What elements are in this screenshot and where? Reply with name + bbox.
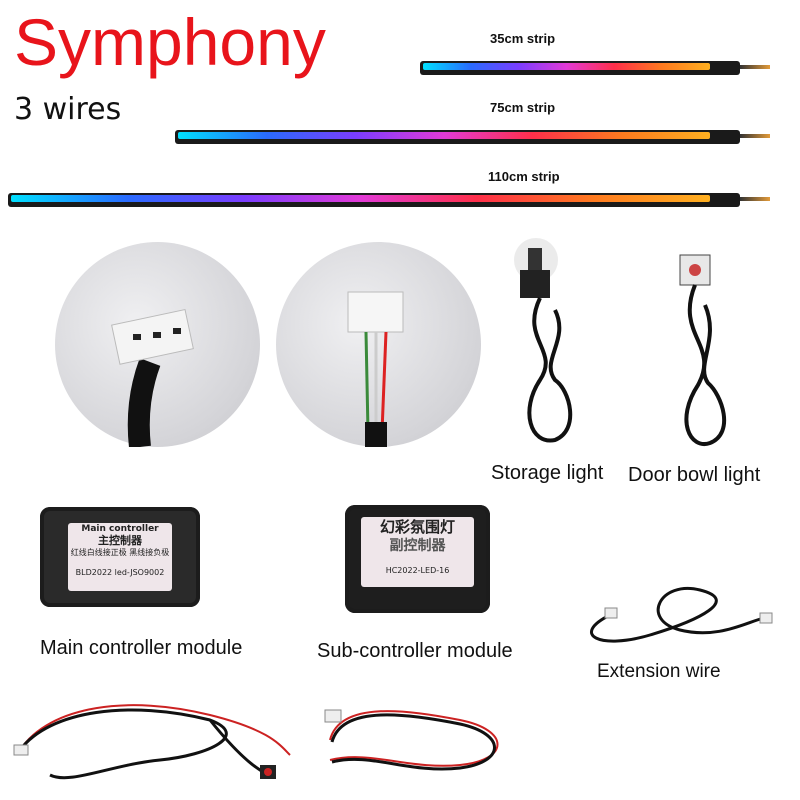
sub-harness-image bbox=[324, 709, 499, 771]
door-bowl-light-caption: Door bowl light bbox=[628, 464, 761, 486]
sub-label-cn2: 副控制器 bbox=[389, 538, 446, 554]
connector-closeup-right bbox=[276, 242, 481, 447]
strip-110cm bbox=[8, 193, 770, 207]
strip-label-110: 110cm strip bbox=[488, 169, 560, 184]
storage-light-image bbox=[514, 238, 573, 443]
main-controller-caption: Main controller module bbox=[40, 637, 243, 659]
strip-label-35: 35cm strip bbox=[490, 31, 556, 46]
connector-closeup-left bbox=[55, 242, 260, 449]
main-label-cn: 主控制器 bbox=[98, 534, 142, 547]
main-label-note: 红线白线接正极 黑线接负极 bbox=[70, 548, 170, 557]
subtitle: 3 wires bbox=[14, 92, 122, 127]
main-controller-image: Main controller 主控制器 红线白线接正极 黑线接负极 BLD20… bbox=[40, 507, 200, 607]
main-label-code: BLD2022 led-JSO9002 bbox=[75, 568, 165, 577]
strip-35cm bbox=[420, 61, 770, 75]
door-bowl-light-image bbox=[679, 254, 727, 446]
extension-wire-image bbox=[590, 586, 773, 643]
sub-label-cn1: 幻彩氛围灯 bbox=[379, 518, 455, 536]
sub-controller-caption: Sub-controller module bbox=[317, 640, 513, 662]
power-harness-image bbox=[13, 704, 291, 780]
title: Symphony bbox=[14, 5, 326, 79]
sub-controller-image: 幻彩氛围灯 副控制器 HC2022-LED-16 bbox=[345, 505, 490, 613]
storage-light-caption: Storage light bbox=[491, 462, 604, 484]
extension-wire-caption: Extension wire bbox=[597, 661, 721, 682]
strip-75cm bbox=[175, 130, 770, 144]
sub-label-code: HC2022-LED-16 bbox=[385, 566, 450, 575]
strip-label-75: 75cm strip bbox=[490, 100, 556, 115]
main-label-en: Main controller bbox=[81, 524, 159, 534]
